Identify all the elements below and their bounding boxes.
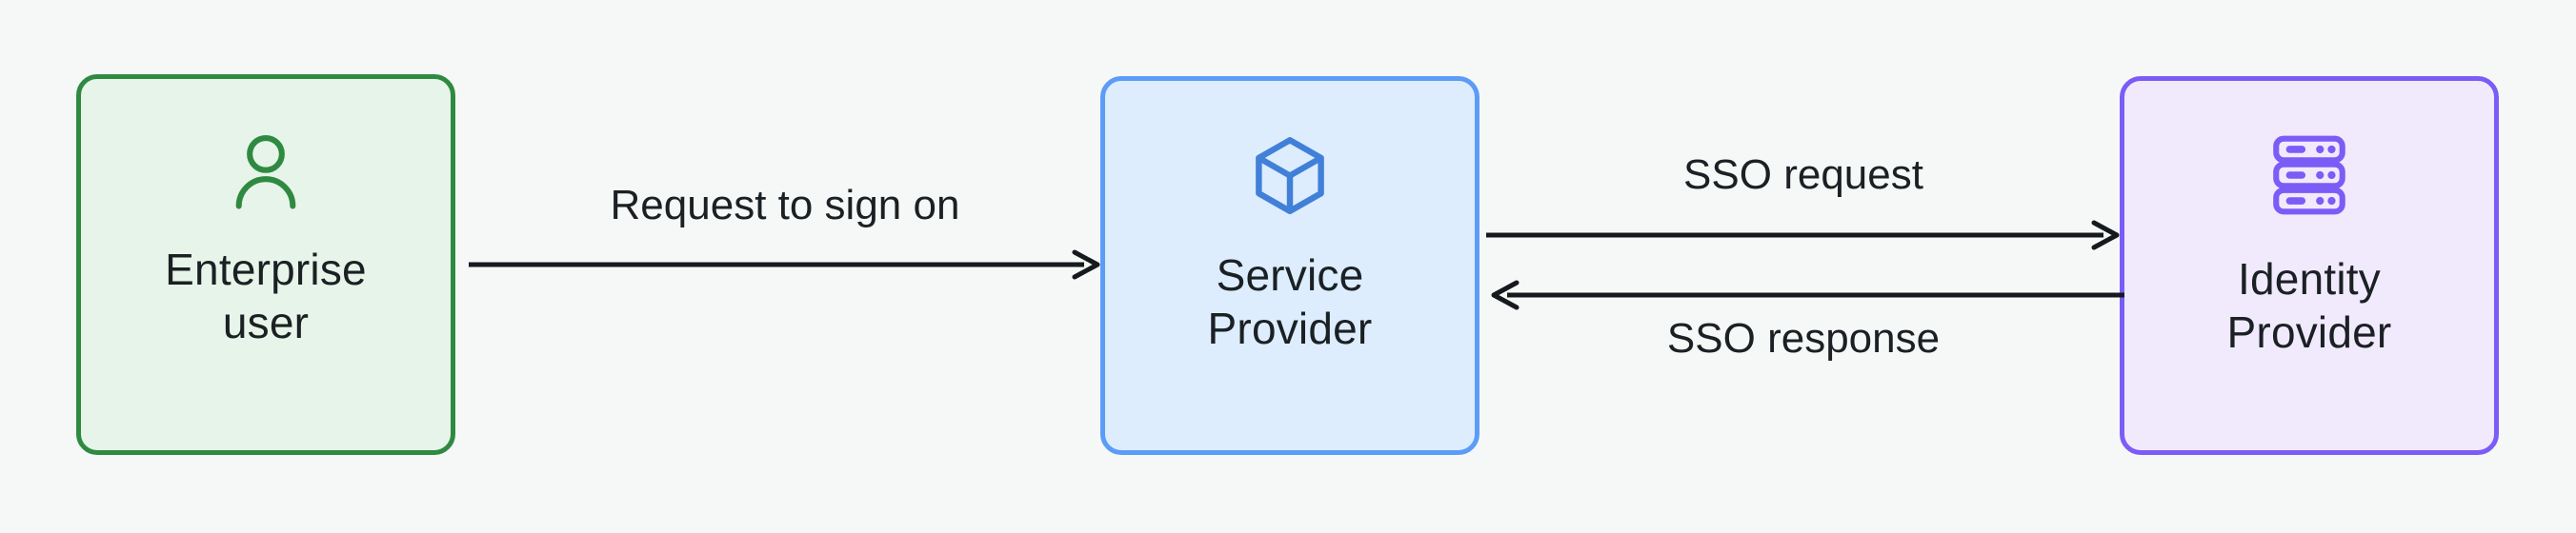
node-label-identity-provider: Identity Provider [2226, 254, 2392, 357]
edge-arrow-request-to-sign-on [467, 246, 1107, 284]
edge-label-sso-request: SSO request [1683, 151, 1923, 198]
node-enterprise-user[interactable]: Enterprise user [76, 74, 455, 455]
node-service-provider[interactable]: Service Provider [1100, 76, 1479, 455]
edge-arrow-sso-response [1484, 276, 2126, 314]
server-rack-icon [2271, 134, 2347, 216]
node-identity-provider[interactable]: Identity Provider [2120, 76, 2499, 455]
cube-icon [1249, 132, 1331, 214]
edge-label-request-to-sign-on: Request to sign on [610, 182, 960, 228]
edge-label-sso-response: SSO response [1666, 315, 1941, 362]
edge-arrow-sso-request [1484, 216, 2126, 254]
node-label-service-provider: Service Provider [1207, 250, 1373, 353]
node-label-enterprise-user: Enterprise user [165, 245, 367, 347]
user-icon [225, 128, 307, 210]
